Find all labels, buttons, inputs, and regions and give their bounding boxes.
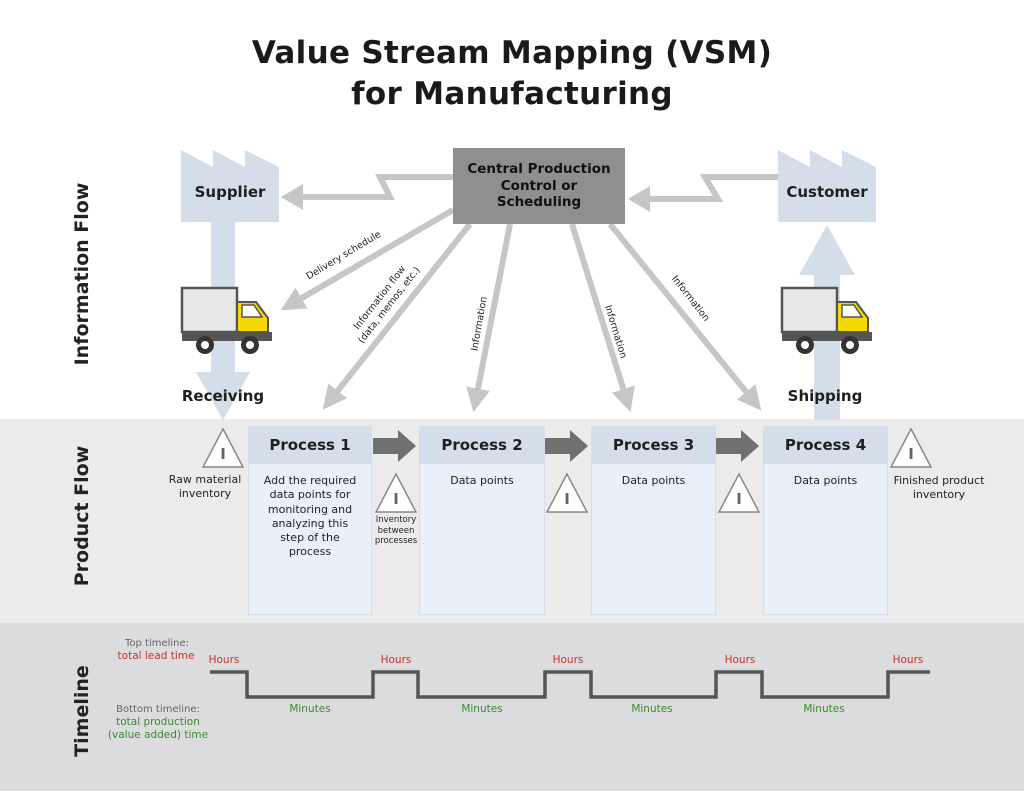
process-3-body: Data points [591, 464, 716, 615]
process-3-text: Data points [621, 474, 686, 487]
finished-inventory-symbol: I [908, 445, 914, 463]
between-inventory-symbol-2: I [564, 490, 570, 508]
supplier-truck-icon [180, 286, 272, 354]
central-production-control-box: Central Production Control or Scheduling [453, 148, 625, 224]
customer-to-central-zigzag-arrow [628, 174, 778, 212]
title-line-1: Value Stream Mapping (VSM) [251, 35, 773, 71]
between-inventory-triangle-icon-3 [717, 472, 761, 513]
receiving-label: Receiving [181, 387, 265, 405]
information-arrow-1 [466, 223, 513, 413]
between-line-1: Inventory [375, 515, 417, 525]
information-arrow-2 [569, 223, 635, 413]
between-line-2: between [377, 525, 415, 536]
process-1-body: Add the required data points for monitor… [248, 464, 372, 615]
bottom-timeline-value: total production (value added) time [100, 716, 216, 742]
timeline-band [0, 623, 1024, 791]
shipping-label: Shipping [787, 387, 863, 405]
central-line-2: Control or [500, 177, 578, 194]
process-4: Process 4 Data points [763, 426, 888, 615]
delivery-schedule-arrow [280, 207, 455, 311]
push-arrow-1-2 [373, 430, 416, 462]
process-4-title: Process 4 [763, 426, 888, 464]
finished-inventory-line-1: Finished product [893, 474, 985, 487]
between-line-3: processes [374, 536, 418, 547]
process-1-text: Add the required data points for monitor… [263, 474, 357, 559]
title-line-2: for Manufacturing [351, 76, 673, 112]
process-2: Process 2 Data points [419, 426, 545, 615]
bottom-timeline-value-line-2: (value added) time [107, 729, 209, 742]
raw-material-inventory-label: Raw material inventory [160, 473, 250, 501]
process-2-body: Data points [419, 464, 545, 615]
supplier-factory-icon [181, 150, 279, 222]
push-arrow-2-3 [545, 430, 588, 462]
timeline-hours-5: Hours [892, 654, 924, 666]
timeline-minutes-4: Minutes [803, 703, 845, 715]
finished-inventory-line-2: inventory [912, 487, 966, 501]
process-2-text: Data points [450, 474, 514, 487]
timeline-hours-3: Hours [552, 654, 584, 666]
timeline-minutes-1: Minutes [289, 703, 331, 715]
central-to-supplier-zigzag-arrow [281, 174, 453, 210]
push-arrow-3-4 [716, 430, 759, 462]
timeline-hours-2: Hours [380, 654, 412, 666]
central-line-3: Scheduling [496, 194, 582, 211]
customer-truck-icon [780, 286, 872, 354]
raw-inventory-line-2: inventory [178, 486, 232, 500]
process-1: Process 1 Add the required data points f… [248, 426, 372, 615]
timeline-minutes-3: Minutes [631, 703, 673, 715]
between-inventory-symbol-3: I [736, 490, 742, 508]
process-2-title: Process 2 [419, 426, 545, 464]
process-4-body: Data points [763, 464, 888, 615]
central-line-1: Central Production [467, 160, 611, 177]
finished-inventory-triangle-icon [889, 427, 933, 468]
customer-factory-icon [778, 150, 876, 222]
timeline-hours-1: Hours [208, 654, 240, 666]
timeline-hours-4: Hours [724, 654, 756, 666]
information-arrow-3 [607, 222, 762, 411]
between-inventory-symbol-1: I [393, 490, 399, 508]
process-1-title: Process 1 [248, 426, 372, 464]
bottom-timeline-label: Bottom timeline: [116, 704, 200, 715]
timeline-minutes-2: Minutes [461, 703, 503, 715]
diagram-graphics [180, 150, 933, 699]
supplier-label: Supplier [194, 183, 266, 201]
finished-product-inventory-label: Finished product inventory [887, 474, 991, 502]
inventory-between-label: Inventory between processes [371, 515, 421, 547]
raw-inventory-symbol: I [220, 445, 226, 463]
raw-inventory-triangle-icon [201, 427, 245, 468]
bottom-timeline-value-line-1: total production [116, 716, 200, 728]
top-timeline-label: Top timeline: [124, 638, 190, 649]
raw-inventory-line-1: Raw material [168, 473, 242, 486]
top-timeline-value: total lead time [117, 650, 195, 662]
customer-label: Customer [786, 183, 868, 201]
process-4-text: Data points [793, 474, 858, 487]
information-flow-arrow [322, 222, 473, 410]
process-3-title: Process 3 [591, 426, 716, 464]
timeline-step-line [210, 670, 930, 699]
between-inventory-triangle-icon-1 [374, 472, 418, 513]
process-3: Process 3 Data points [591, 426, 716, 615]
between-inventory-triangle-icon-2 [545, 472, 589, 513]
